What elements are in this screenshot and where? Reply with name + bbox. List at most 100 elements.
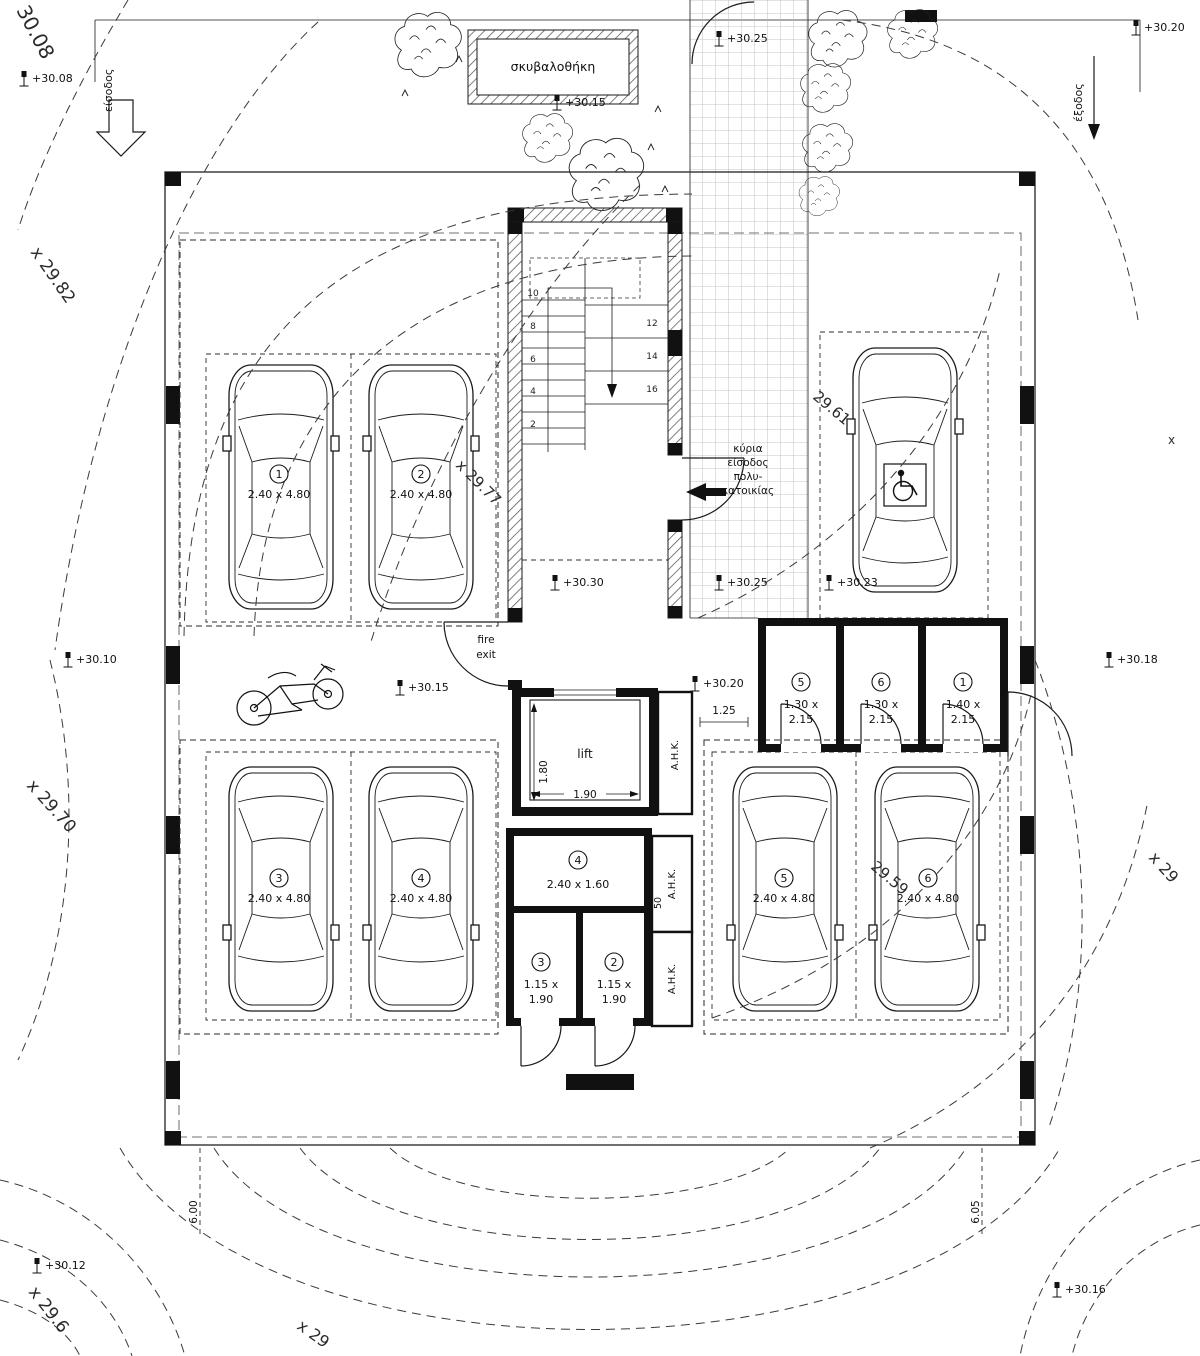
- lift-shaft: [512, 688, 658, 816]
- fire-exit-door: [443, 621, 509, 687]
- store-label-3: 3 1.15 x 1.90: [524, 952, 559, 1006]
- ahk-closet-1: [656, 690, 694, 816]
- parking-area-top-left: [179, 239, 499, 627]
- elevation-marker: +30.16: [1052, 1281, 1106, 1298]
- elevation-value: +30.08: [32, 72, 73, 85]
- car-parking-2: [362, 364, 480, 610]
- ahk-label-1: Α.Η.Κ.: [670, 740, 681, 770]
- lift-label: lift: [577, 747, 593, 761]
- riser-number: 6: [530, 355, 536, 365]
- stair-treads: [522, 258, 668, 450]
- space-number: 1: [276, 468, 283, 481]
- store-number: 3: [538, 956, 545, 969]
- main-entrance-label-line3: πολυ-: [734, 471, 763, 483]
- main-entrance-label-line4: κατοικίας: [722, 485, 774, 497]
- space-size: 2.40 x 4.80: [753, 892, 816, 905]
- dim-shaft: 50: [653, 897, 664, 909]
- columns: [165, 172, 1035, 1145]
- trees: [394, 9, 939, 217]
- store-number: 2: [611, 956, 618, 969]
- main-entrance-label-line1: κύρια: [733, 443, 762, 455]
- bush: [394, 11, 462, 78]
- exit-label: έξοδος: [1072, 83, 1085, 122]
- elevation-value: +30.15: [408, 681, 449, 694]
- store-number: 5: [798, 676, 805, 689]
- store3-door: [520, 1025, 562, 1067]
- riser-number: 4: [530, 387, 536, 397]
- space-size: 2.40 x 4.80: [248, 488, 311, 501]
- elevation-marker: +30.15: [552, 94, 606, 111]
- elevation-value: +30.15: [565, 96, 606, 109]
- stair-numbers: 10 8 6 4 2 12 14 16: [527, 289, 658, 430]
- exit-arrow-icon: [1088, 56, 1100, 140]
- dim-lift-width: 1.90: [573, 789, 596, 801]
- elevation-marker: +30.23: [824, 574, 878, 591]
- elevation-value: +30.16: [1065, 1283, 1106, 1296]
- bush: [802, 123, 854, 173]
- riser-number: 8: [530, 322, 536, 332]
- store5-door: [780, 703, 822, 745]
- contour-label-29-right: x 29: [1145, 848, 1182, 887]
- car-parking-6: [868, 766, 986, 1012]
- top-boundary-marker: [905, 10, 937, 22]
- motorcycle: [236, 663, 344, 726]
- store-size: 2.15: [789, 713, 814, 726]
- elevation-value: +30.30: [563, 576, 604, 589]
- store-number: 1: [960, 676, 967, 689]
- store-size: 1.40 x: [946, 698, 981, 711]
- dim-setback-right: 6.05: [970, 1200, 982, 1223]
- space-number: 3: [276, 872, 283, 885]
- parking-area-bottom-left: [179, 739, 499, 1035]
- store-size: 1.30 x: [864, 698, 899, 711]
- lift-depth-dim: [531, 703, 537, 801]
- fire-exit-label-line2: exit: [476, 649, 496, 661]
- elevation-marker: +30.20: [1131, 19, 1185, 36]
- store6-door: [860, 703, 902, 745]
- fire-exit-label-line1: fire: [477, 634, 494, 646]
- store-number: 6: [878, 676, 885, 689]
- garbage-room-label: σκυβαλοθήκη: [511, 59, 596, 74]
- elevation-marker: +30.30: [550, 574, 604, 591]
- store-size: 1.30 x: [784, 698, 819, 711]
- dim-corridor: 1.25: [712, 705, 735, 717]
- space-number: 5: [781, 872, 788, 885]
- parking-label-3: 3 2.40 x 4.80: [248, 868, 311, 905]
- bush: [522, 113, 574, 163]
- store1-door: [942, 703, 984, 745]
- walkway-gate-arc: [691, 1, 755, 65]
- vehicles: [222, 347, 986, 1012]
- store-size: 1.90: [529, 993, 554, 1006]
- parking-label-2: 2 2.40 x 4.80: [390, 464, 452, 501]
- entry-direction-arrow: [686, 483, 726, 501]
- garbage-room: [467, 29, 639, 105]
- space-size: 2.40 x 4.80: [897, 892, 960, 905]
- store-size: 1.15 x: [597, 978, 632, 991]
- store-size: 2.15: [951, 713, 976, 726]
- entrance-label: είσοδος: [102, 69, 115, 112]
- store-label-6: 6 1.30 x 2.15: [864, 672, 899, 726]
- survey-cross: x: [1168, 433, 1175, 447]
- stair-direction-line: [547, 287, 613, 452]
- main-entrance-door: [681, 457, 745, 521]
- riser-number: 2: [530, 420, 536, 430]
- parking-label-1: 1 2.40 x 4.80: [248, 464, 311, 501]
- space-size: 2.40 x 4.80: [248, 892, 311, 905]
- stair-void-dashed: [529, 257, 641, 299]
- elevation-marker: +30.20: [690, 675, 744, 692]
- building-outline: [164, 171, 1036, 1146]
- elevation-marker: +30.08: [19, 70, 73, 87]
- car-parking-5: [726, 766, 844, 1012]
- site-boundary: [94, 10, 1141, 92]
- lift-car: [529, 699, 641, 801]
- riser-number: 12: [646, 319, 657, 329]
- elevation-value: +30.12: [45, 1259, 86, 1272]
- parking-area-bottom-right: [703, 739, 1009, 1035]
- storage-block-center: [506, 828, 652, 1067]
- elevation-value: +30.20: [703, 677, 744, 690]
- space-number: 4: [418, 872, 425, 885]
- parking-label-5: 5 2.40 x 4.80: [753, 868, 816, 905]
- car-parking-1: [222, 364, 340, 610]
